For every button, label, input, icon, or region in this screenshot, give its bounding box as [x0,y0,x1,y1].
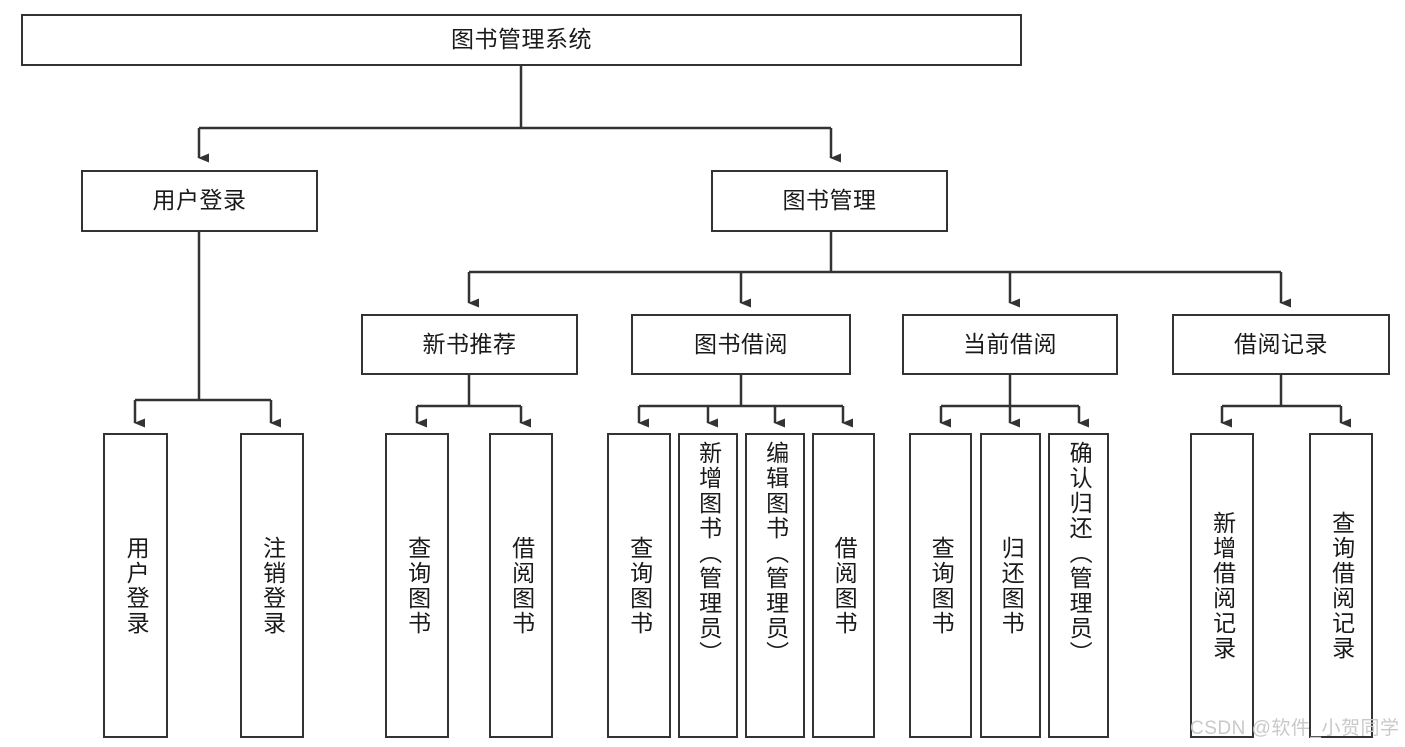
leaf-borrow-book-recommend[interactable]: 借阅图书 [489,433,553,738]
leaf-borrow-book-borrow[interactable]: 借阅图书 [812,433,875,738]
leaf-borrow-book-borrow-label: 借阅图书 [831,535,858,636]
leaf-query-book-recommend-label: 查询图书 [404,535,431,636]
node-user-login-label: 用户登录 [152,187,247,214]
leaf-add-book-admin-label: 新增图书（管理员） [695,441,722,666]
leaf-query-book-current-label: 查询图书 [928,535,955,636]
leaf-confirm-return-admin[interactable]: 确认归还（管理员） [1048,433,1109,738]
node-root[interactable]: 图书管理系统 [21,14,1022,66]
leaf-add-borrow-record[interactable]: 新增借阅记录 [1190,433,1254,738]
leaf-confirm-return-admin-label: 确认归还（管理员） [1066,441,1093,666]
node-new-book-recommend[interactable]: 新书推荐 [361,314,578,375]
node-root-label: 图书管理系统 [451,26,592,53]
node-user-login[interactable]: 用户登录 [81,170,318,232]
leaf-query-book-borrow-label: 查询图书 [626,535,653,636]
leaf-borrow-book-recommend-label: 借阅图书 [508,535,535,636]
leaf-return-book-label: 归还图书 [998,535,1025,636]
leaf-query-borrow-record-label: 查询借阅记录 [1328,510,1355,661]
node-book-borrow[interactable]: 图书借阅 [631,314,851,375]
leaf-return-book[interactable]: 归还图书 [980,433,1041,738]
node-book-borrow-label: 图书借阅 [694,330,788,357]
leaf-query-book-borrow[interactable]: 查询图书 [607,433,671,738]
node-current-borrow[interactable]: 当前借阅 [902,314,1118,375]
leaf-user-login-label: 用户登录 [123,535,150,636]
leaf-logout-login[interactable]: 注销登录 [240,433,304,738]
leaf-user-login[interactable]: 用户登录 [103,433,168,738]
watermark: CSDN @软件_小贺同学 [1190,718,1400,739]
leaf-add-borrow-record-label: 新增借阅记录 [1209,510,1236,661]
leaf-edit-book-admin[interactable]: 编辑图书（管理员） [745,433,805,738]
node-book-management-label: 图书管理 [782,187,877,214]
leaf-edit-book-admin-label: 编辑图书（管理员） [762,441,789,666]
node-current-borrow-label: 当前借阅 [963,330,1057,357]
leaf-query-borrow-record[interactable]: 查询借阅记录 [1309,433,1373,738]
leaf-query-book-current[interactable]: 查询图书 [909,433,972,738]
leaf-query-book-recommend[interactable]: 查询图书 [385,433,449,738]
node-borrow-record[interactable]: 借阅记录 [1172,314,1390,375]
node-new-book-recommend-label: 新书推荐 [422,330,517,357]
node-book-management[interactable]: 图书管理 [711,170,948,232]
node-borrow-record-label: 借阅记录 [1234,330,1328,357]
leaf-logout-login-label: 注销登录 [259,535,286,636]
leaf-add-book-admin[interactable]: 新增图书（管理员） [678,433,738,738]
